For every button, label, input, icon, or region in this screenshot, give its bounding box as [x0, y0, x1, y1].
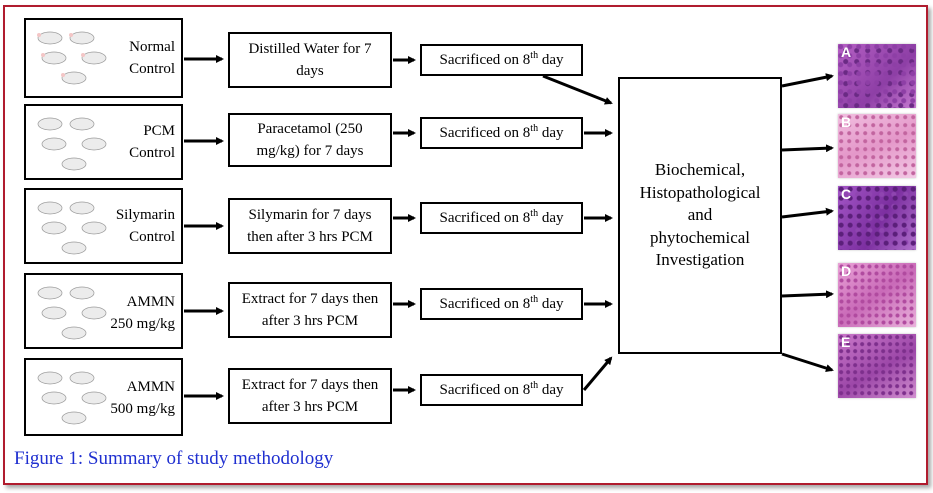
group-label-line2: 250 mg/kg: [110, 316, 175, 332]
sacrifice-box: Sacrificed on 8th day: [420, 117, 583, 149]
treatment-text: Extract for 7 days then after 3 hrs PCM: [241, 291, 379, 329]
group-label-line2: Control: [129, 145, 175, 161]
sacrifice-text: Sacrificed on 8th day: [439, 294, 564, 313]
sacrifice-box: Sacrificed on 8th day: [420, 202, 583, 234]
group-box-silymarin-control: Silymarin Control: [24, 188, 183, 264]
mice-illustration: [37, 31, 107, 85]
sacrifice-text: Sacrificed on 8th day: [439, 380, 564, 399]
sacrifice-box: Sacrificed on 8th day: [420, 288, 583, 320]
micrograph-letter: E: [841, 334, 851, 350]
sacrifice-text: Sacrificed on 8th day: [439, 50, 564, 69]
group-label-line1: AMMN: [126, 294, 175, 310]
treatment-text: Silymarin for 7 days then after 3 hrs PC…: [247, 207, 373, 245]
investigation-line: Investigation: [655, 250, 745, 270]
micrograph-letter: D: [841, 263, 852, 279]
treatment-box: Silymarin for 7 days then after 3 hrs PC…: [228, 198, 392, 254]
treatment-box: Paracetamol (250 mg/kg) for 7 days: [228, 113, 392, 167]
treatment-box: Extract for 7 days then after 3 hrs PCM: [228, 282, 392, 338]
group-box-ammn-500: AMMN 500 mg/kg: [24, 358, 183, 436]
mice-illustration: [37, 286, 107, 340]
treatment-box: Distilled Water for 7 days: [228, 32, 392, 88]
investigation-box: Biochemical, Histopathological and phyto…: [618, 77, 782, 354]
sacrifice-box: Sacrificed on 8th day: [420, 374, 583, 406]
group-label-line2: Control: [129, 229, 175, 245]
mice-illustration: [37, 117, 107, 171]
mice-illustration: [37, 371, 107, 425]
investigation-line: phytochemical: [649, 227, 751, 247]
investigation-line: and: [687, 205, 713, 225]
group-label-line1: AMMN: [126, 379, 175, 395]
investigation-line: Histopathological: [639, 182, 761, 202]
micrograph-e: E: [838, 334, 916, 398]
group-label-line1: PCM: [143, 123, 175, 139]
group-box-normal-control: Normal Control: [24, 18, 183, 98]
micrograph-a: A: [838, 44, 916, 108]
sacrifice-box: Sacrificed on 8th day: [420, 44, 583, 76]
group-label-line2: Control: [129, 61, 175, 77]
investigation-line: Biochemical,: [654, 160, 746, 180]
micrograph-c: C: [838, 186, 916, 250]
group-label-line1: Normal: [129, 39, 175, 55]
micrograph-letter: C: [841, 186, 852, 202]
micrograph-letter: B: [841, 114, 852, 130]
treatment-box: Extract for 7 days then after 3 hrs PCM: [228, 368, 392, 424]
micrograph-letter: A: [841, 44, 852, 60]
micrograph-b: B: [838, 114, 916, 178]
sacrifice-text: Sacrificed on 8th day: [439, 123, 564, 142]
group-label-line1: Silymarin: [115, 207, 175, 223]
treatment-text: Distilled Water for 7 days: [248, 41, 372, 79]
group-label-line2: 500 mg/kg: [110, 401, 175, 417]
sacrifice-text: Sacrificed on 8th day: [439, 208, 564, 227]
group-box-ammn-250: AMMN 250 mg/kg: [24, 273, 183, 349]
mice-illustration: [37, 201, 107, 255]
figure-caption: Figure 1: Summary of study methodology: [14, 448, 334, 469]
group-box-pcm-control: PCM Control: [24, 104, 183, 180]
micrograph-d: D: [838, 263, 916, 327]
treatment-text: Extract for 7 days then after 3 hrs PCM: [241, 377, 379, 415]
treatment-text: Paracetamol (250 mg/kg) for 7 days: [256, 121, 364, 159]
